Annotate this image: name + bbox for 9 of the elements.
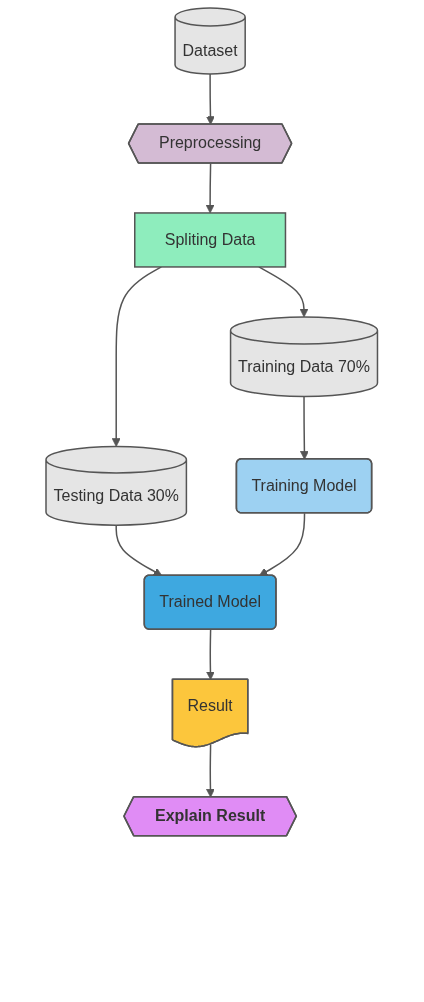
arrow [300,395,310,460]
arrow [206,73,216,125]
arrow [206,743,216,798]
node-box: Spliting Data [134,212,287,268]
arrow [259,512,306,577]
arrow [112,266,163,447]
arrow [258,266,309,318]
arrow [115,524,163,577]
arrow [205,162,215,214]
